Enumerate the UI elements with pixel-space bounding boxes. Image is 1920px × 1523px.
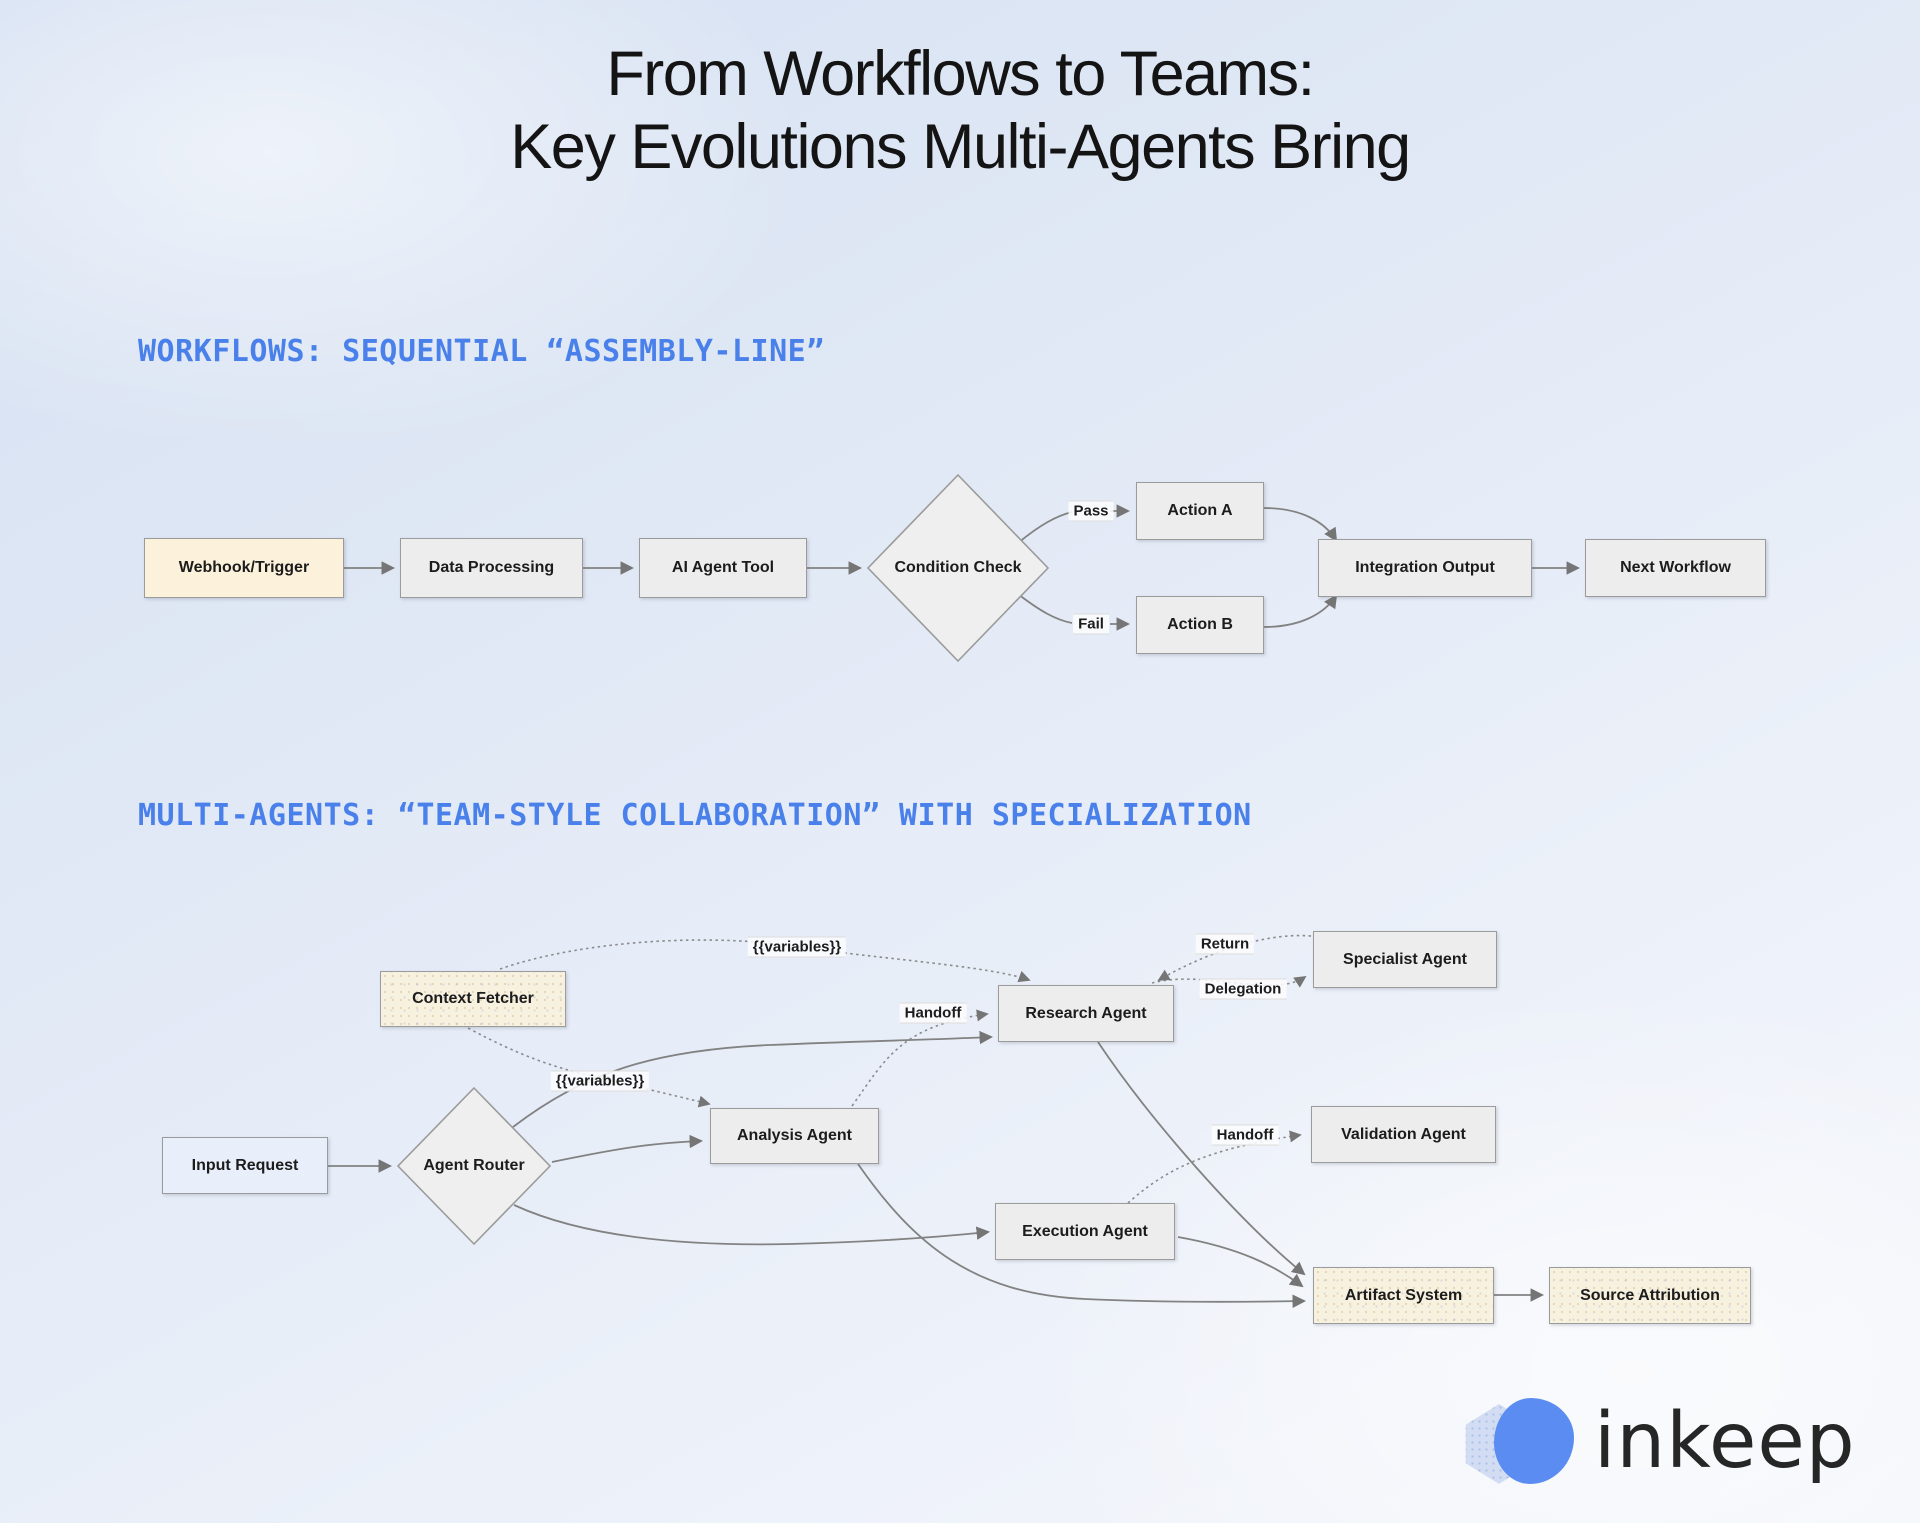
page-title-line-1: From Workflows to Teams: xyxy=(606,39,1315,109)
workflows-section-heading: WORKFLOWS: SEQUENTIAL “ASSEMBLY-LINE” xyxy=(138,334,825,369)
node-agent-router-label: Agent Router xyxy=(423,1157,525,1174)
page-title-line-2: Key Evolutions Multi-Agents Bring xyxy=(510,112,1411,183)
edge-agent-router-to-analysis-agent xyxy=(551,1134,704,1163)
node-specialist-agent: Specialist Agent xyxy=(1313,931,1497,988)
node-validation-agent: Validation Agent xyxy=(1311,1106,1496,1163)
edge-agent-router-to-execution-agent xyxy=(513,1204,991,1246)
node-next-workflow: Next Workflow xyxy=(1585,539,1766,597)
edge-action-a-to-integration-output xyxy=(1263,507,1338,542)
edge-label-fail: Fail xyxy=(1073,613,1109,635)
node-integration-output: Integration Output xyxy=(1318,539,1532,597)
edge-condition-check-to-pass-label xyxy=(1017,511,1073,544)
edge-label-delegation: Delegation xyxy=(1199,978,1287,1000)
node-action-a: Action A xyxy=(1136,482,1264,540)
node-execution-agent: Execution Agent xyxy=(995,1203,1175,1260)
edge-action-b-to-integration-output xyxy=(1263,594,1338,628)
agent-router-diamond xyxy=(396,1086,552,1246)
edge-label-variables-mid: {{variables}} xyxy=(550,1070,650,1092)
node-action-b: Action B xyxy=(1136,596,1264,654)
edge-analysis-agent-handoff-to-research-agent xyxy=(851,1009,989,1107)
edge-label-handoff-research: Handoff xyxy=(899,1002,967,1024)
node-webhook-trigger: Webhook/Trigger xyxy=(144,538,344,598)
node-condition-check-label: Condition Check xyxy=(894,559,1022,576)
inkeep-logo-icon xyxy=(1462,1396,1574,1492)
node-ai-agent-tool: AI Agent Tool xyxy=(639,538,807,598)
edge-specialist-agent-return-to-research-agent xyxy=(1157,934,1312,981)
edge-label-variables-top: {{variables}} xyxy=(747,936,847,958)
inkeep-logo: inkeep xyxy=(1462,1396,1856,1492)
node-artifact-system: Artifact System xyxy=(1313,1267,1494,1324)
node-research-agent: Research Agent xyxy=(998,985,1174,1042)
node-analysis-agent: Analysis Agent xyxy=(710,1108,879,1164)
edge-label-return: Return xyxy=(1195,933,1255,955)
node-input-request: Input Request xyxy=(162,1137,328,1194)
multi-agents-section-heading: MULTI-AGENTS: “TEAM-STYLE COLLABORATION”… xyxy=(138,798,1252,833)
node-data-processing: Data Processing xyxy=(400,538,583,598)
inkeep-logo-text: inkeep xyxy=(1594,1396,1856,1486)
edge-context-fetcher-variables-to-analysis-agent xyxy=(467,1027,711,1108)
node-context-fetcher: Context Fetcher xyxy=(380,971,566,1027)
edge-analysis-agent-to-artifact-system xyxy=(857,1163,1307,1308)
edge-label-handoff-validation: Handoff xyxy=(1211,1124,1279,1146)
edge-research-agent-to-artifact-system xyxy=(1097,1041,1306,1276)
edge-condition-check-to-fail-label xyxy=(1017,593,1073,624)
blob-icon xyxy=(1494,1398,1574,1484)
condition-check-diamond xyxy=(866,473,1050,663)
page-title: From Workflows to Teams: Key Evolutions … xyxy=(0,38,1920,184)
edge-label-pass: Pass xyxy=(1068,500,1114,522)
edge-execution-agent-to-artifact-system xyxy=(1177,1236,1304,1288)
node-source-attribution: Source Attribution xyxy=(1549,1267,1751,1324)
